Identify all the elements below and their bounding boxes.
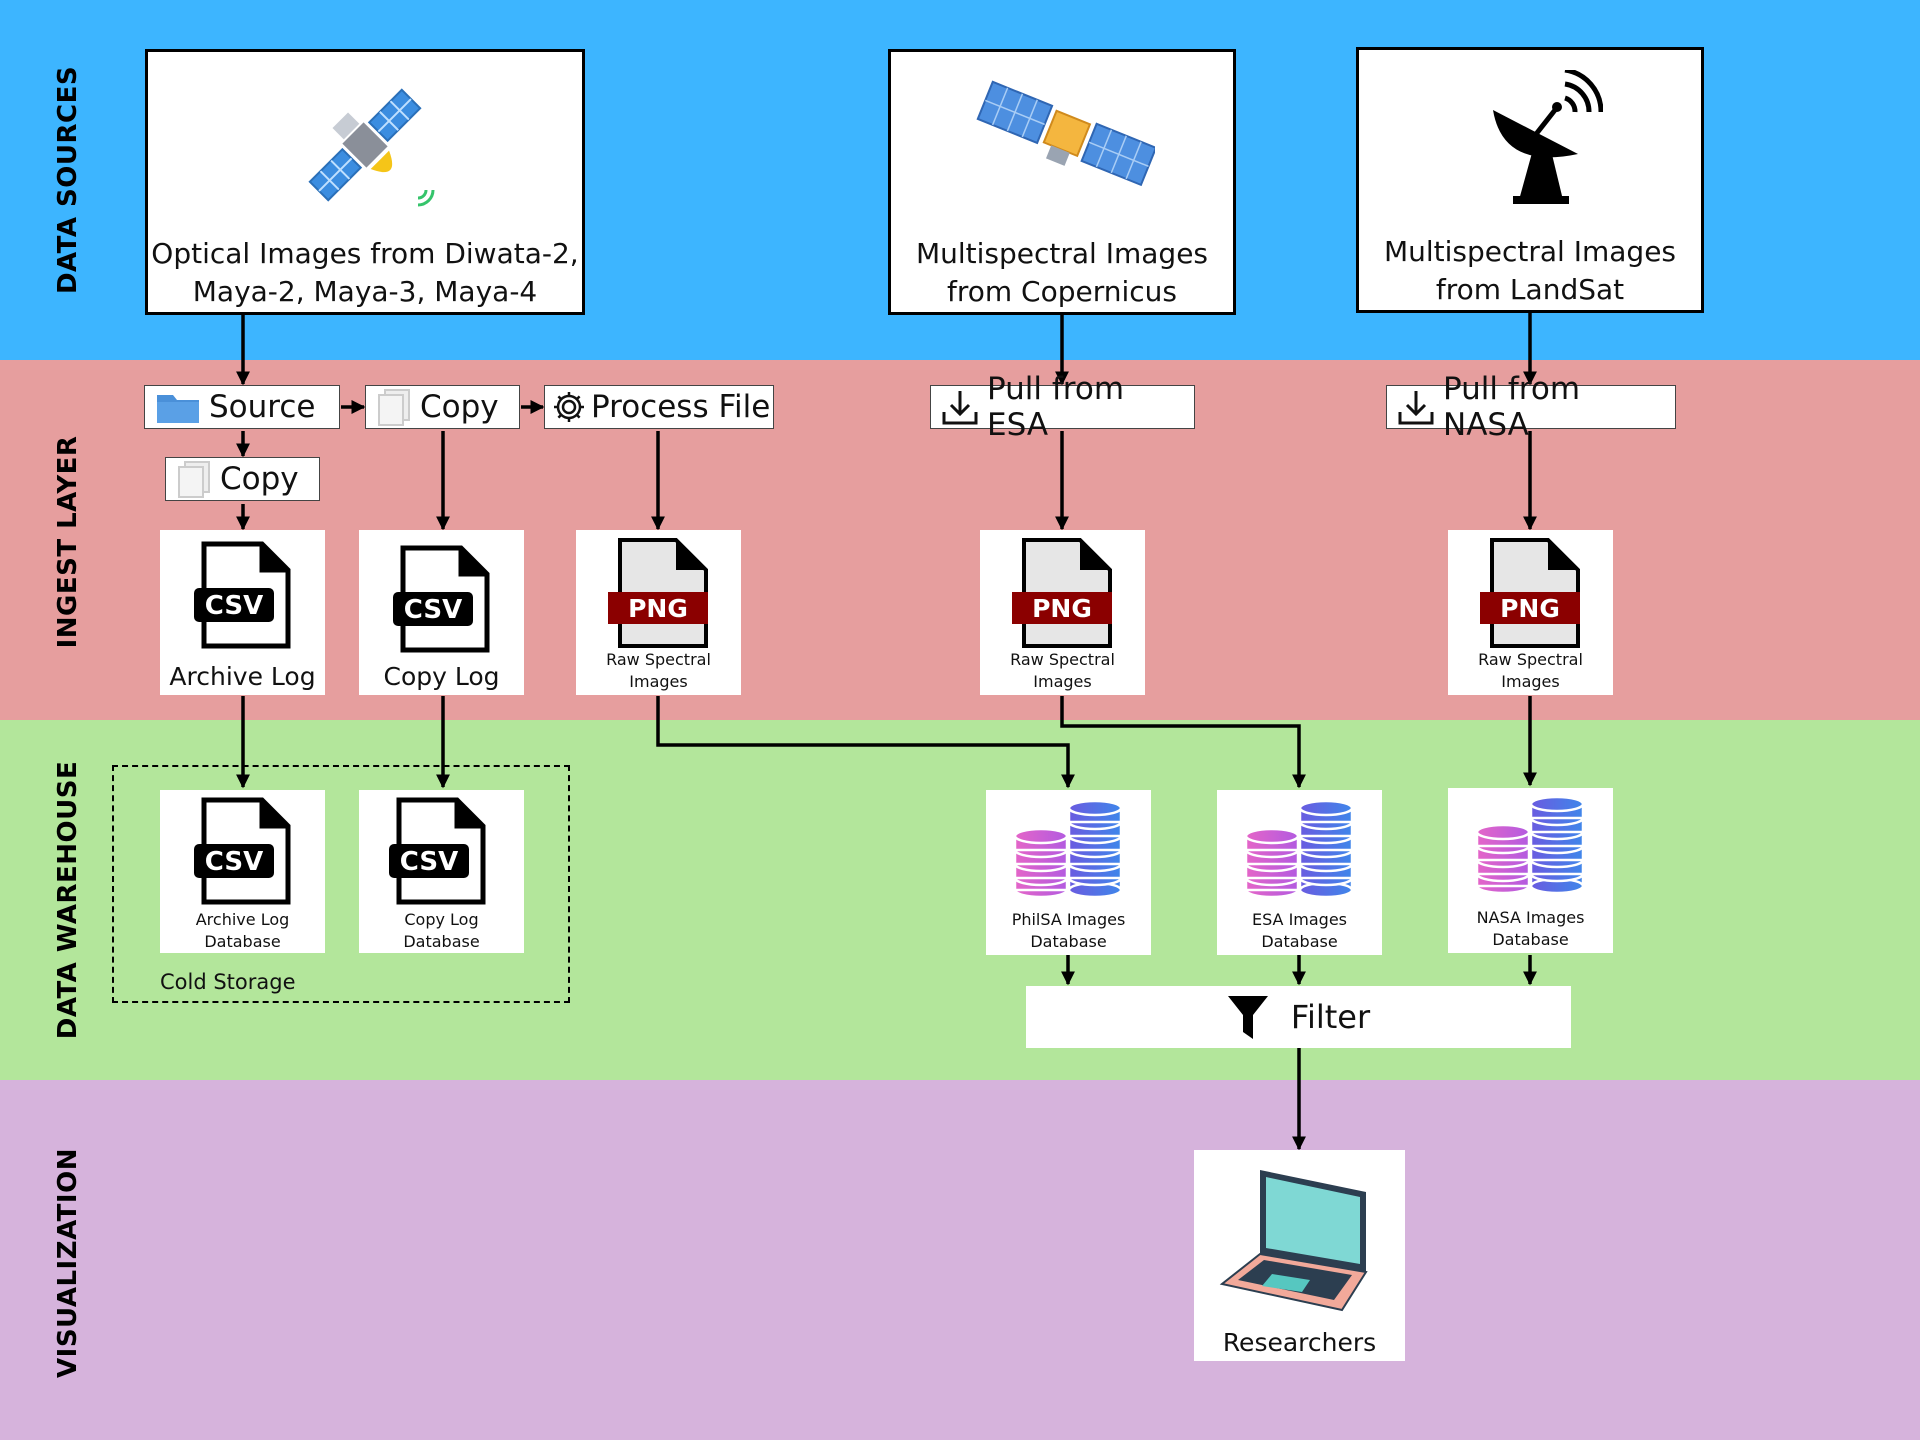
satellite-icon <box>308 88 435 207</box>
card-raw-spectral-esa: PNG Raw Spectral Images <box>980 530 1145 695</box>
philsa-db-label-1: PhilSA Images <box>1011 910 1126 929</box>
researchers-label: Researchers <box>1222 1328 1377 1357</box>
gear-icon <box>551 389 587 425</box>
step-process-file: Process File <box>544 385 774 429</box>
source-copernicus-line2: from Copernicus <box>946 275 1177 308</box>
card-raw-spectral-philsa: PNG Raw Spectral Images <box>576 530 741 695</box>
filter-label: Filter <box>1290 998 1371 1036</box>
step-pull-nasa: Pull from NASA <box>1386 371 1676 443</box>
archive-db-label-1: Archive Log <box>195 910 290 929</box>
step-copy-label: Copy <box>420 389 499 425</box>
csv-file-icon: CSV <box>393 545 490 653</box>
card-esa-images-database: ESA Images Database <box>1217 790 1382 955</box>
card-copy-log-database: CSV Copy Log Database <box>359 790 524 953</box>
source-landsat-line1: Multispectral Images <box>1383 235 1677 268</box>
source-copernicus-line1: Multispectral Images <box>915 237 1209 270</box>
copy-icon <box>376 388 412 426</box>
csv-file-icon: CSV <box>194 797 291 905</box>
copy-icon <box>176 460 212 498</box>
philsa-db-label-2: Database <box>1030 932 1107 951</box>
step-pull-nasa-label: Pull from NASA <box>1443 371 1581 443</box>
database-icon <box>1245 799 1354 899</box>
nasa-db-label-1: NASA Images <box>1476 908 1585 927</box>
csv-file-icon: CSV <box>194 541 291 649</box>
card-researchers: Researchers <box>1194 1150 1405 1361</box>
arrow-png-to-philsa <box>656 696 1075 789</box>
card-philsa-images-database: PhilSA Images Database <box>986 790 1151 955</box>
step-source: Source <box>144 385 340 429</box>
copy-log-label: Copy Log <box>383 662 500 691</box>
png-file-icon: PNG <box>1480 538 1580 648</box>
card-nasa-images-database: NASA Images Database <box>1448 788 1613 953</box>
archive-log-label: Archive Log <box>169 662 316 691</box>
source-copernicus-box: Multispectral Images from Copernicus <box>888 49 1236 315</box>
filter-step: Filter <box>1026 986 1571 1048</box>
download-icon <box>941 388 979 426</box>
database-icon <box>1014 799 1123 899</box>
source-philsa-box: Optical Images from Diwata-2, Maya-2, Ma… <box>145 49 585 315</box>
card-archive-log-database: CSV Archive Log Database <box>160 790 325 953</box>
copy-db-label-2: Database <box>403 932 480 951</box>
step-copy-2-label: Copy <box>220 461 299 497</box>
satellite-icon <box>976 80 1155 187</box>
folder-icon <box>155 389 201 425</box>
esa-db-label-1: ESA Images <box>1251 910 1348 929</box>
nasa-db-label-2: Database <box>1492 930 1569 949</box>
source-philsa-line1: Optical Images from Diwata-2, <box>151 237 579 270</box>
png-file-icon: PNG <box>608 538 708 648</box>
band-visualization <box>0 1080 1920 1440</box>
csv-badge-text: CSV <box>205 847 263 877</box>
raw-spectral-label-1: Raw Spectral <box>1478 650 1583 669</box>
csv-badge-text: CSV <box>205 591 263 621</box>
csv-file-icon: CSV <box>389 797 486 905</box>
database-icon <box>1476 795 1585 895</box>
step-process-file-label: Process File <box>591 389 771 425</box>
esa-db-label-2: Database <box>1261 932 1338 951</box>
source-landsat-line2: from LandSat <box>1435 273 1625 306</box>
source-philsa-line2: Maya-2, Maya-3, Maya-4 <box>192 275 538 308</box>
satellite-dish-icon <box>1493 70 1603 204</box>
png-badge-text: PNG <box>628 594 688 623</box>
download-icon <box>1397 388 1435 426</box>
csv-badge-text: CSV <box>400 847 458 877</box>
cold-storage-region <box>112 765 570 1003</box>
laptop-icon <box>1219 1170 1368 1312</box>
step-copy-2: Copy <box>165 457 320 501</box>
raw-spectral-label-2: Images <box>629 672 688 691</box>
csv-badge-text: CSV <box>404 595 462 625</box>
card-copy-log: CSV Copy Log <box>359 530 524 695</box>
step-copy: Copy <box>365 385 520 429</box>
raw-spectral-label-2: Images <box>1501 672 1560 691</box>
filter-icon <box>1227 996 1268 1039</box>
png-badge-text: PNG <box>1032 594 1092 623</box>
png-badge-text: PNG <box>1500 594 1560 623</box>
copy-db-label-1: Copy Log <box>404 910 479 929</box>
card-raw-spectral-nasa: PNG Raw Spectral Images <box>1448 530 1613 695</box>
card-archive-log: CSV Archive Log <box>160 530 325 695</box>
raw-spectral-label-1: Raw Spectral <box>606 650 711 669</box>
arrow-esa-png-to-esadb <box>1060 696 1306 789</box>
png-file-icon: PNG <box>1012 538 1112 648</box>
cold-storage-label: Cold Storage <box>160 970 296 994</box>
step-pull-esa: Pull from ESA <box>930 371 1195 443</box>
archive-db-label-2: Database <box>204 932 281 951</box>
raw-spectral-label-1: Raw Spectral <box>1010 650 1115 669</box>
step-source-label: Source <box>209 389 316 425</box>
raw-spectral-label-2: Images <box>1033 672 1092 691</box>
source-landsat-box: Multispectral Images from LandSat <box>1356 47 1704 313</box>
step-pull-esa-label: Pull from ESA <box>987 371 1125 443</box>
